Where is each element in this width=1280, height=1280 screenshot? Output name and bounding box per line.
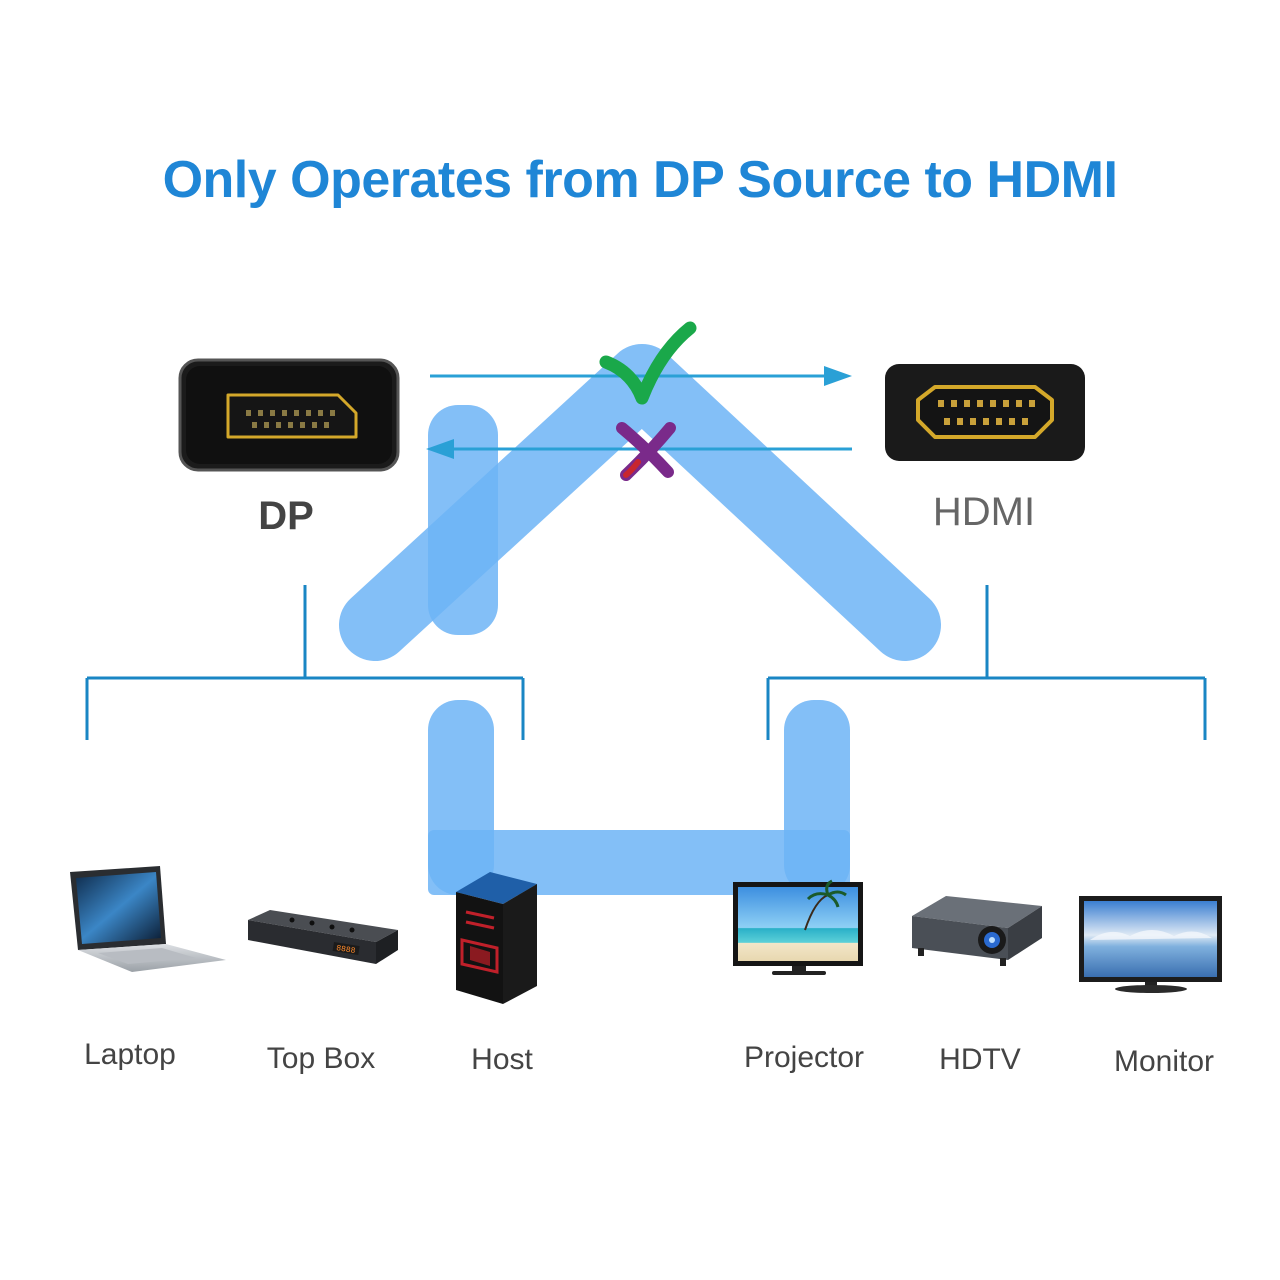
device-label-hdtv: HDTV bbox=[939, 1043, 1021, 1076]
source-device-tree bbox=[85, 585, 525, 740]
laptop-icon bbox=[70, 866, 226, 972]
display-device-tree bbox=[766, 585, 1207, 740]
hdmi-connector-icon bbox=[885, 364, 1085, 461]
set-top-box-icon: 8888 bbox=[248, 910, 398, 964]
device-label-projector: Projector bbox=[743, 1041, 865, 1074]
dp-label: DP bbox=[258, 494, 314, 538]
check-mark-icon bbox=[599, 321, 697, 405]
device-label-top-box: Top Box bbox=[266, 1042, 376, 1075]
hdmi-label: HDMI bbox=[932, 490, 1036, 534]
svg-text:8888: 8888 bbox=[336, 944, 357, 956]
desktop-tower-icon bbox=[456, 872, 537, 1004]
projector-icon bbox=[912, 896, 1042, 966]
cross-mark-icon bbox=[616, 422, 676, 481]
device-label-host: Host bbox=[471, 1043, 533, 1076]
monitor-icon bbox=[1079, 896, 1222, 993]
projector-screen-icon bbox=[733, 879, 863, 975]
displayport-connector-icon bbox=[178, 358, 400, 472]
page-title: Only Operates from DP Source to HDMI bbox=[162, 151, 1118, 209]
device-label-monitor: Monitor bbox=[1113, 1045, 1215, 1078]
device-label-laptop: Laptop bbox=[84, 1038, 176, 1071]
